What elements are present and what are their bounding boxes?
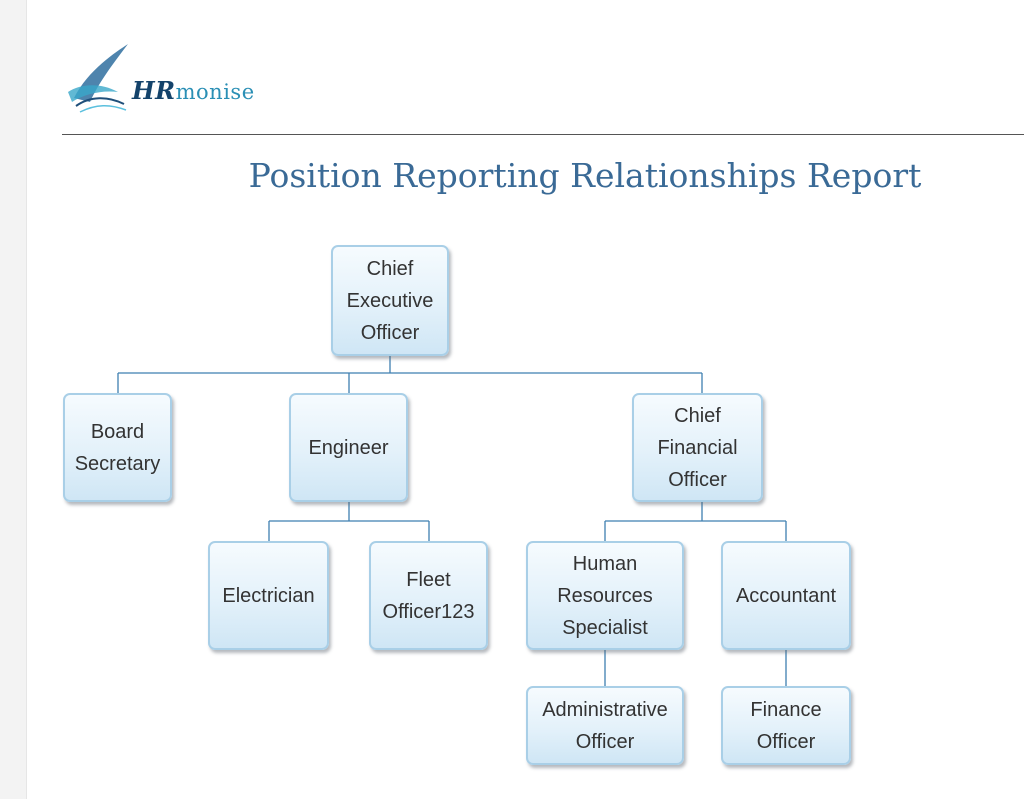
report-title: Position Reporting Relationships Report (248, 156, 922, 195)
logo-swoosh-icon (68, 44, 128, 113)
hrmonise-logo: HRmonise (66, 40, 266, 120)
org-node-chief-executive-officer: Chief Executive Officer (331, 245, 449, 356)
org-node-finance-officer: Finance Officer (721, 686, 851, 765)
left-margin-strip (0, 0, 27, 799)
org-node-fleet-officer: Fleet Officer123 (369, 541, 488, 650)
org-node-electrician: Electrician (208, 541, 329, 650)
org-node-engineer: Engineer (289, 393, 408, 502)
header-divider (62, 134, 1024, 135)
org-node-accountant: Accountant (721, 541, 851, 650)
org-node-human-resources-specialist: Human Resources Specialist (526, 541, 684, 650)
org-node-board-secretary: Board Secretary (63, 393, 172, 502)
org-node-administrative-officer: Administrative Officer (526, 686, 684, 765)
org-node-chief-financial-officer: Chief Financial Officer (632, 393, 763, 502)
logo-wordmark: HRmonise (132, 76, 255, 105)
